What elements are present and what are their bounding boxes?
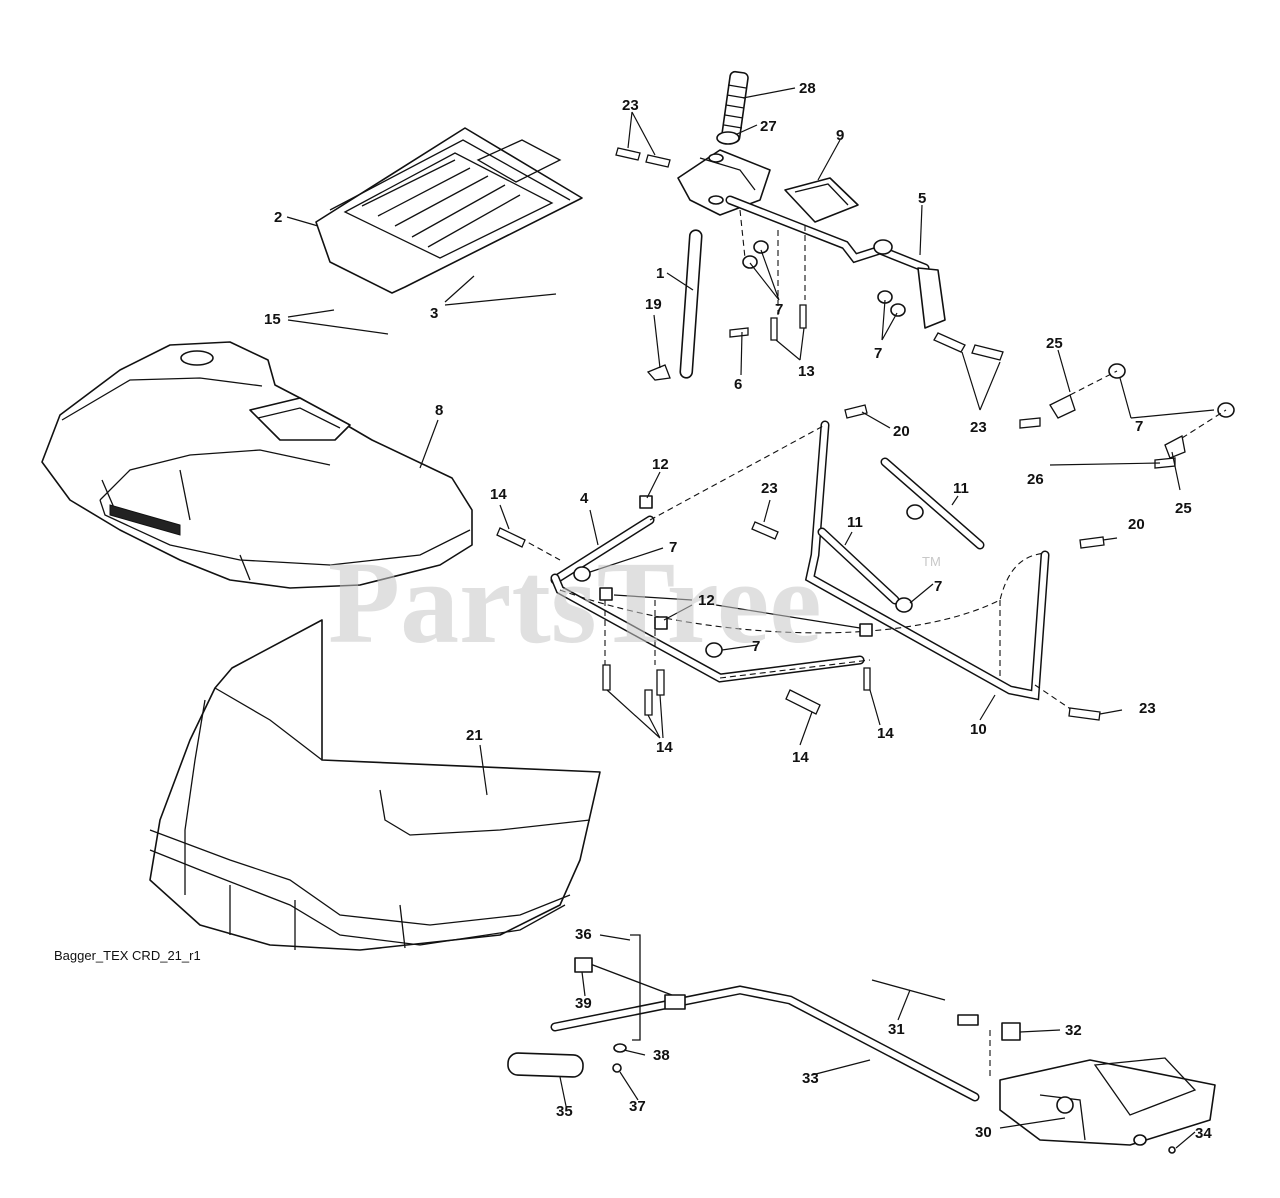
callout-14: 14 xyxy=(877,725,894,742)
callout-30: 30 xyxy=(975,1124,992,1141)
callout-23: 23 xyxy=(622,97,639,114)
callout-31: 31 xyxy=(888,1021,905,1038)
callout-21: 21 xyxy=(466,727,483,744)
watermark-text: PartsTree xyxy=(328,537,822,668)
callout-20: 20 xyxy=(1128,516,1145,533)
callout-32: 32 xyxy=(1065,1022,1082,1039)
callout-1: 1 xyxy=(656,265,664,282)
callout-37: 37 xyxy=(629,1098,646,1115)
callout-33: 33 xyxy=(802,1070,819,1087)
callout-12: 12 xyxy=(698,592,715,609)
callout-9: 9 xyxy=(836,127,844,144)
callout-34: 34 xyxy=(1195,1125,1212,1142)
lift-lever-assembly xyxy=(615,70,1004,381)
callout-38: 38 xyxy=(653,1047,670,1064)
callout-27: 27 xyxy=(760,118,777,135)
callout-26: 26 xyxy=(1027,471,1044,488)
callout-14: 14 xyxy=(656,739,673,756)
callout-labels: 28 23 27 9 2 5 1 7 15 3 19 13 7 6 25 8 2… xyxy=(264,80,1212,1142)
callout-3: 3 xyxy=(430,305,438,322)
callout-5: 5 xyxy=(918,190,926,207)
part-8-hood xyxy=(41,341,473,589)
callout-25: 25 xyxy=(1175,500,1192,517)
callout-23: 23 xyxy=(970,419,987,436)
part-2-cover-plate xyxy=(315,127,583,294)
callout-7: 7 xyxy=(752,638,760,655)
callout-7: 7 xyxy=(775,301,783,318)
callout-7: 7 xyxy=(669,539,677,556)
rear-frame-assembly xyxy=(496,363,1235,721)
callout-4: 4 xyxy=(580,490,589,507)
callout-25: 25 xyxy=(1046,335,1063,352)
callout-35: 35 xyxy=(556,1103,573,1120)
lower-linkage-assembly xyxy=(507,934,1216,1154)
callout-6: 6 xyxy=(734,376,742,393)
callout-28: 28 xyxy=(799,80,816,97)
callout-15: 15 xyxy=(264,311,281,328)
callout-39: 39 xyxy=(575,995,592,1012)
callout-2: 2 xyxy=(274,209,282,226)
callout-23: 23 xyxy=(1139,700,1156,717)
callout-11: 11 xyxy=(847,514,863,531)
callout-13: 13 xyxy=(798,363,815,380)
callout-36: 36 xyxy=(575,926,592,943)
callout-20: 20 xyxy=(893,423,910,440)
callout-7: 7 xyxy=(934,578,942,595)
callout-14: 14 xyxy=(792,749,809,766)
callout-10: 10 xyxy=(970,721,987,738)
callout-11: 11 xyxy=(953,480,969,497)
part-21-bagger-housing xyxy=(149,619,601,951)
watermark-trademark: TM xyxy=(922,554,941,569)
watermark: PartsTree TM xyxy=(328,537,941,668)
diagram-caption: Bagger_TEX CRD_21_r1 xyxy=(54,948,201,963)
callout-7: 7 xyxy=(874,345,882,362)
callout-8: 8 xyxy=(435,402,443,419)
leader-lines xyxy=(286,87,1215,1149)
callout-19: 19 xyxy=(645,296,662,313)
callout-14: 14 xyxy=(490,486,507,503)
callout-7: 7 xyxy=(1135,418,1143,435)
callout-12: 12 xyxy=(652,456,669,473)
callout-23: 23 xyxy=(761,480,778,497)
